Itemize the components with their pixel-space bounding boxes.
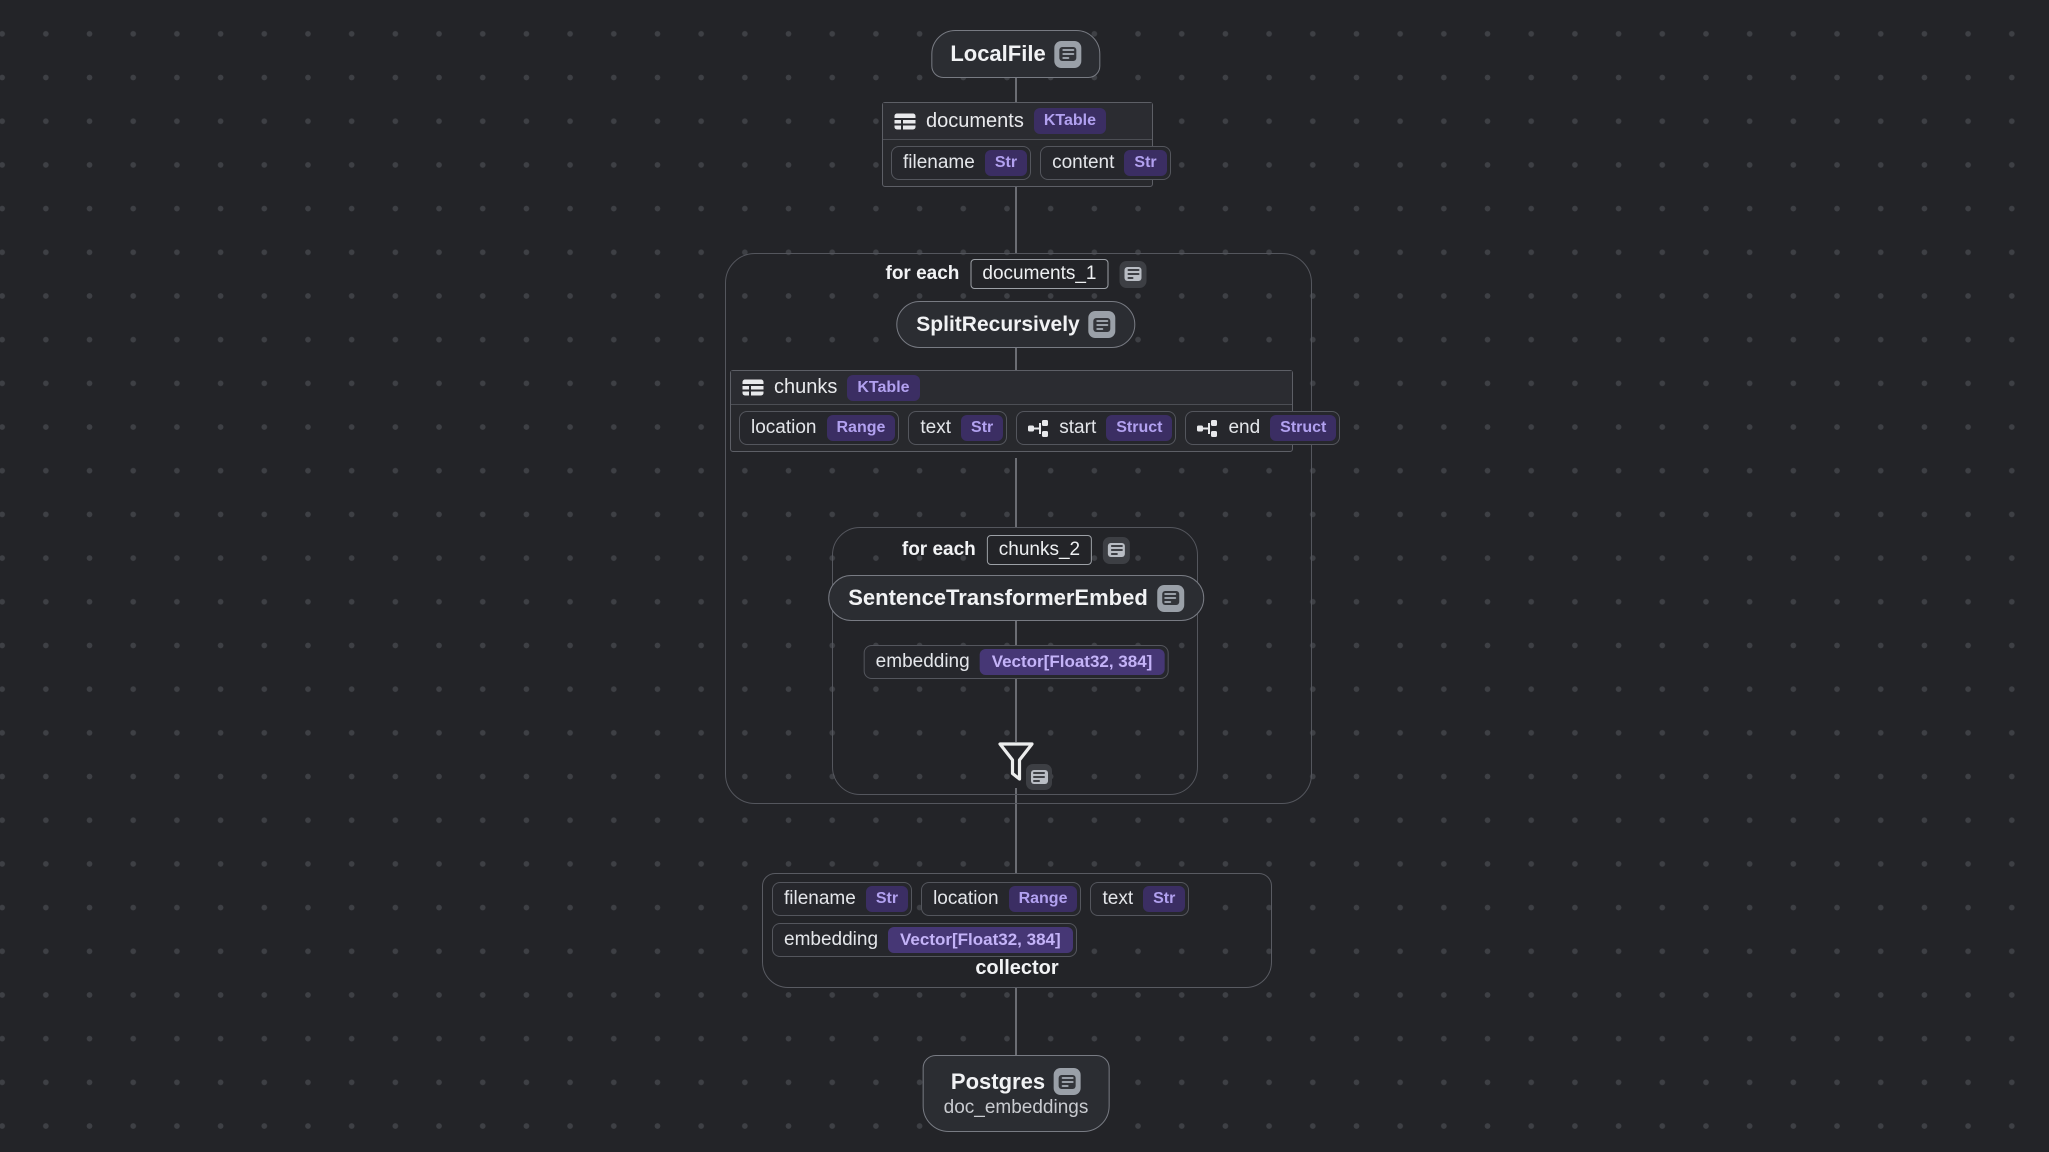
ktable-badge: KTable: [847, 374, 920, 401]
field-label: content: [1052, 152, 1115, 173]
field-embedding[interactable]: embedding Vector[Float32, 384]: [772, 923, 1077, 957]
struct-icon: [1028, 419, 1049, 437]
table-icon: [894, 113, 916, 130]
detail-icon[interactable]: [1054, 40, 1082, 68]
funnel-icon: [998, 742, 1034, 781]
type-badge: Struct: [1106, 415, 1173, 441]
type-badge: Str: [865, 886, 909, 912]
table-chunks[interactable]: chunks KTable location Range text Str: [730, 370, 1341, 452]
detail-icon[interactable]: [1088, 311, 1116, 338]
field-label: start: [1059, 417, 1097, 438]
type-badge: Range: [826, 415, 896, 441]
collector-box[interactable]: filename Str location Range text Str emb…: [762, 873, 1272, 988]
detail-icon[interactable]: [1054, 1068, 1082, 1095]
foreach-chunks-scope: [832, 527, 1198, 795]
field-embedding[interactable]: embedding Vector[Float32, 384]: [863, 645, 1169, 679]
node-postgres[interactable]: Postgres doc_embeddings: [922, 1055, 1110, 1132]
table-icon: [742, 379, 764, 396]
filter-node[interactable]: [996, 740, 1052, 790]
type-badge: Range: [1008, 886, 1078, 912]
field-label: location: [751, 417, 817, 438]
field-label: location: [933, 888, 999, 909]
field-label: embedding: [875, 651, 970, 672]
edge-source-documents: [1015, 78, 1017, 103]
table-documents-name: documents: [926, 109, 1024, 132]
node-splitrecursively[interactable]: SplitRecursively: [896, 301, 1136, 348]
foreach-documents-header: for each documents_1: [886, 259, 1147, 289]
type-badge: Struct: [1270, 415, 1337, 441]
type-badge: Str: [1124, 150, 1167, 176]
type-badge: Vector[Float32, 384]: [979, 649, 1165, 675]
struct-icon: [1197, 419, 1218, 437]
node-postgres-subtitle: doc_embeddings: [943, 1097, 1089, 1118]
edge-collector-postgres: [1015, 988, 1017, 1056]
detail-icon[interactable]: [1103, 536, 1131, 564]
foreach-chunks-header: for each chunks_2: [901, 535, 1131, 565]
collector-label: collector: [975, 957, 1059, 979]
node-localfile-title: LocalFile: [950, 41, 1046, 66]
field-end[interactable]: end Struct: [1185, 411, 1341, 445]
field-label: filename: [784, 888, 856, 909]
detail-icon[interactable]: [1156, 584, 1184, 612]
field-text[interactable]: text Str: [1090, 882, 1190, 916]
foreach-label: for each: [901, 539, 976, 560]
foreach-label: for each: [885, 263, 960, 284]
node-splitrecursively-title: SplitRecursively: [916, 312, 1080, 336]
type-badge: Vector[Float32, 384]: [888, 927, 1073, 953]
edge-embed-embedding: [1015, 621, 1017, 646]
field-filename[interactable]: filename Str: [772, 882, 913, 916]
type-badge: Str: [984, 150, 1028, 176]
foreach-documents-value[interactable]: documents_1: [970, 259, 1109, 289]
detail-icon[interactable]: [1026, 764, 1052, 790]
edge-funnel-collector: [1015, 788, 1017, 873]
table-documents-header: documents KTable: [883, 103, 1152, 140]
field-filename[interactable]: filename Str: [891, 146, 1032, 180]
field-text[interactable]: text Str: [908, 411, 1008, 445]
node-sentencetransformerembed-title: SentenceTransformerEmbed: [848, 585, 1148, 610]
foreach-documents-scope: [725, 253, 1312, 804]
node-postgres-title: Postgres: [950, 1068, 1046, 1094]
field-label: end: [1228, 417, 1261, 438]
field-label: text: [1102, 888, 1134, 909]
edge-embedding-funnel: [1015, 679, 1017, 742]
node-localfile[interactable]: LocalFile: [931, 30, 1101, 78]
table-documents[interactable]: documents KTable filename Str content St…: [882, 102, 1171, 187]
type-badge: Str: [1143, 886, 1186, 912]
field-location[interactable]: location Range: [921, 882, 1082, 916]
embedding-field-wrap: embedding Vector[Float32, 384]: [863, 645, 1169, 679]
ktable-badge: KTable: [1033, 108, 1106, 134]
edge-chunks-foreach: [1015, 458, 1017, 528]
edge-documents-foreach: [1015, 186, 1017, 254]
detail-icon[interactable]: [1119, 260, 1147, 288]
field-start[interactable]: start Struct: [1016, 411, 1177, 445]
field-label: text: [920, 417, 952, 438]
table-chunks-name: chunks: [774, 376, 838, 398]
edge-split-chunks: [1015, 348, 1017, 371]
field-location[interactable]: location Range: [739, 411, 900, 445]
field-content[interactable]: content Str: [1040, 146, 1171, 180]
node-sentencetransformerembed[interactable]: SentenceTransformerEmbed: [828, 575, 1204, 621]
foreach-chunks-value[interactable]: chunks_2: [986, 535, 1093, 565]
type-badge: Str: [961, 415, 1004, 441]
field-label: filename: [903, 152, 975, 173]
field-label: embedding: [784, 929, 879, 950]
table-chunks-header: chunks KTable: [731, 371, 1292, 405]
